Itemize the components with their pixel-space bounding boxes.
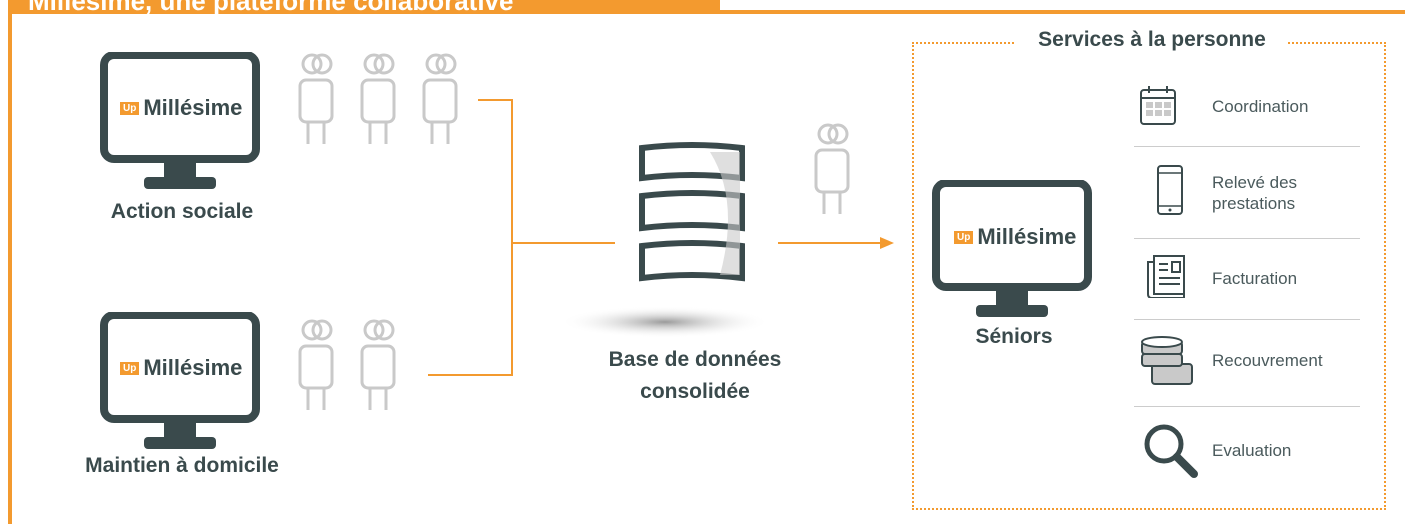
separator bbox=[1134, 319, 1360, 320]
caption-database: Base de données consolidée bbox=[608, 348, 782, 403]
database-icon bbox=[560, 142, 770, 338]
service-item-releve: Relevé des prestations bbox=[1134, 160, 1360, 220]
monitor-icon bbox=[100, 312, 260, 449]
service-item-coordination: Coordination bbox=[1134, 84, 1360, 128]
arrow-head-icon bbox=[880, 237, 894, 249]
smartphone-icon bbox=[1157, 165, 1183, 215]
coins-icon bbox=[1141, 336, 1193, 385]
separator bbox=[1134, 146, 1360, 147]
services-title-background bbox=[1016, 28, 1288, 54]
service-label: Facturation bbox=[1212, 269, 1298, 288]
caption-action-sociale: Action sociale bbox=[110, 200, 254, 223]
monitor-icon bbox=[932, 180, 1092, 317]
service-label: Coordination bbox=[1212, 97, 1309, 116]
separator bbox=[1134, 406, 1360, 407]
connector-left bbox=[428, 99, 513, 376]
service-label: Recouvrement bbox=[1212, 351, 1323, 370]
frame-left-border bbox=[8, 12, 12, 524]
service-item-evaluation: Evaluation bbox=[1134, 420, 1360, 480]
person-icon bbox=[814, 123, 850, 214]
frame-top-border bbox=[715, 10, 1405, 14]
caption-seniors: Séniors bbox=[975, 325, 1053, 348]
magnifier-icon bbox=[1144, 424, 1198, 478]
calendar-icon bbox=[1140, 86, 1176, 125]
title-tab bbox=[8, 0, 720, 14]
people-group-icon bbox=[298, 53, 458, 144]
caption-maintien-domicile: Maintien à domicile bbox=[85, 454, 279, 477]
monitor-icon bbox=[100, 52, 260, 189]
people-group-icon bbox=[298, 319, 396, 410]
service-label: Evaluation bbox=[1212, 441, 1292, 460]
page-title: Millésime, une plateforme collaborative bbox=[28, 0, 514, 16]
service-item-recouvrement: Recouvrement bbox=[1134, 334, 1360, 388]
invoice-icon bbox=[1147, 255, 1185, 298]
service-label: Relevé des prestations bbox=[1212, 173, 1298, 213]
services-title: Services à la personne bbox=[1038, 28, 1266, 51]
separator bbox=[1134, 238, 1360, 239]
service-item-facturation: Facturation bbox=[1134, 254, 1360, 300]
